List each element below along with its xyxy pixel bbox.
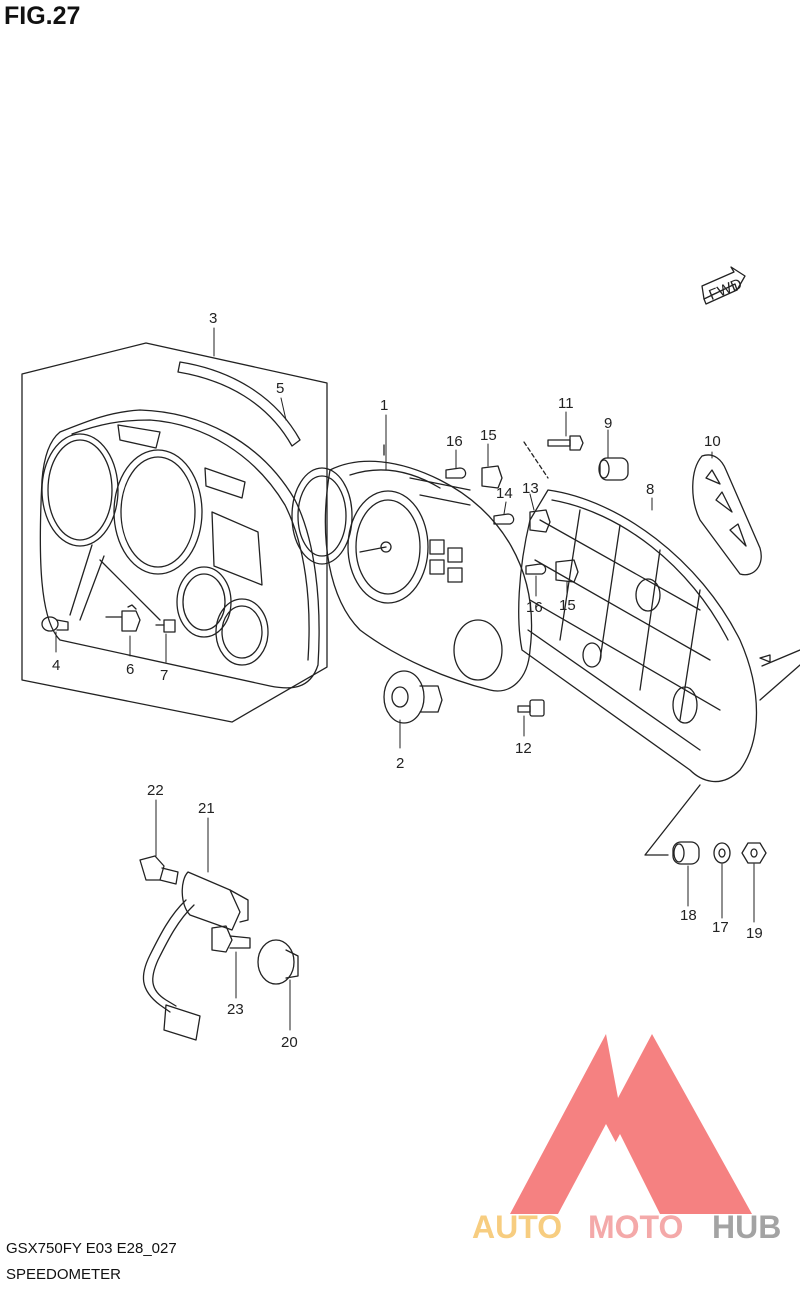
watermark-auto: AUTO	[472, 1209, 562, 1245]
trim-strip-part-5	[177, 361, 301, 447]
socket-part-15-lower	[555, 559, 579, 583]
washer-part-17	[713, 842, 731, 864]
callout-5: 5	[276, 380, 284, 397]
watermark-hub: HUB	[712, 1209, 781, 1245]
callout-3: 3	[209, 310, 217, 327]
meter-cover-part-3	[21, 342, 328, 723]
callout-4: 4	[52, 657, 60, 674]
callout-15-lower: 15	[559, 597, 576, 614]
callout-1: 1	[380, 397, 388, 414]
fwd-arrow-icon: FWD	[701, 266, 746, 305]
socket-part-15-upper	[481, 465, 503, 489]
trip-knob-part-2	[383, 670, 443, 724]
callout-12: 12	[515, 740, 532, 757]
callout-13: 13	[522, 480, 539, 497]
fwd-label: FWD	[706, 275, 744, 304]
callout-16-upper: 16	[446, 433, 463, 450]
grommet-part-9	[598, 457, 629, 481]
bulb-part-16-lower	[525, 563, 547, 575]
callout-8: 8	[646, 481, 654, 498]
callout-labels: 1 2 3 4 5 6 7 8 9 10 11 12 13 14 15 15 1…	[52, 310, 763, 1051]
callout-21: 21	[198, 800, 215, 817]
callout-19: 19	[746, 925, 763, 942]
speedometer-body-part-1	[291, 444, 533, 692]
automotohub-watermark-logo: AUTO MOTO HUB	[472, 1034, 781, 1245]
lower-case-part-8	[518, 489, 800, 783]
callout-17: 17	[712, 919, 729, 936]
screw-part-12	[517, 699, 545, 717]
speed-sensor-part-21	[142, 871, 249, 1041]
watermark-triangle-icon	[510, 1034, 752, 1214]
bulb-part-14	[493, 513, 515, 525]
figure-title: FIG.27	[4, 2, 81, 30]
callout-14: 14	[496, 485, 513, 502]
bulb-part-16-upper	[445, 467, 467, 479]
callout-20: 20	[281, 1034, 298, 1051]
callout-2: 2	[396, 755, 404, 772]
bolt-part-23	[211, 925, 251, 953]
bolt-part-11	[547, 435, 584, 451]
callout-10: 10	[704, 433, 721, 450]
callout-6: 6	[126, 661, 134, 678]
damper-part-18	[672, 841, 700, 865]
socket-part-6	[105, 604, 141, 632]
section-name-caption: SPEEDOMETER	[6, 1266, 122, 1283]
callout-9: 9	[604, 415, 612, 432]
bracket-part-10	[692, 454, 762, 576]
sensor-rotor-part-20	[257, 939, 299, 985]
callout-22: 22	[147, 782, 164, 799]
callout-7: 7	[160, 667, 168, 684]
watermark-moto: MOTO	[588, 1209, 683, 1245]
nut-part-19	[741, 842, 767, 864]
callout-16-lower: 16	[526, 599, 543, 616]
bolt-part-22	[139, 855, 179, 885]
callout-11: 11	[558, 395, 574, 412]
screw-part-7	[155, 619, 176, 633]
callout-23: 23	[227, 1001, 244, 1018]
leader-lines	[55, 327, 755, 1031]
callout-15-upper: 15	[480, 427, 497, 444]
bulb-part-4	[41, 616, 69, 632]
callout-18: 18	[680, 907, 697, 924]
socket-part-13	[529, 509, 551, 533]
model-code-caption: GSX750FY E03 E28_027	[6, 1240, 177, 1257]
